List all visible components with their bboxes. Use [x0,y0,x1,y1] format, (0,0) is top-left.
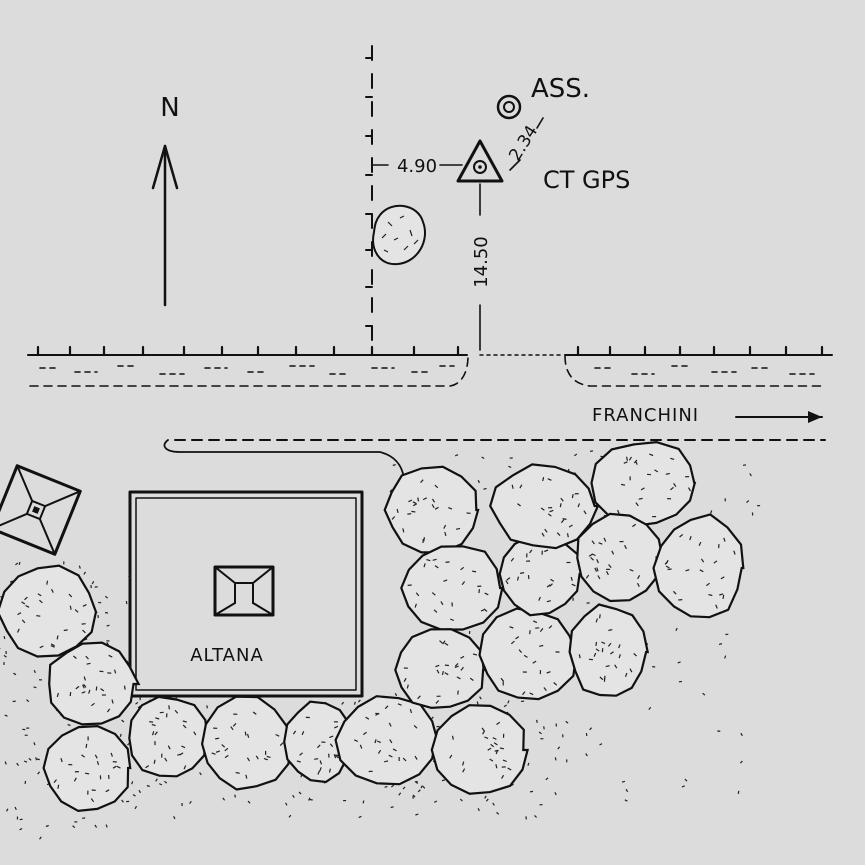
gps-station-triangle-icon [456,139,504,183]
dimension-lines [371,117,544,351]
building-roof-icon [213,565,275,617]
shrub [42,724,132,813]
shrub [576,512,665,603]
shrub [394,628,485,710]
garden-border [163,439,405,479]
road-label: FRANCHINI [592,405,699,426]
dist-south-label: 14.50 [471,236,492,288]
shrub [334,695,439,786]
dist-west-label: 4.90 [397,156,437,177]
building-label: ALTANA [190,645,264,666]
shrub [0,564,98,658]
benchmark-circle-icon [496,94,522,120]
ditch [29,355,826,387]
shrub [478,607,579,701]
monument-icon [0,464,82,556]
shrub [128,695,209,778]
road-direction-arrow-icon [735,411,823,423]
shrub [200,695,297,791]
shrub [590,440,697,528]
shrub-group [0,440,745,813]
bush-small [372,204,426,266]
station-label: CT GPS [543,166,630,194]
shrub [652,513,745,619]
road-edge-ticks [27,345,833,357]
shrub [498,534,584,617]
shrub [489,463,600,550]
shrub [383,465,480,554]
north-label: N [160,93,179,123]
vertical-boundary [365,45,373,341]
north-arrow-icon [151,144,179,307]
benchmark-label: ASS. [531,74,590,104]
shrub [48,641,141,726]
shrub [430,704,530,795]
shrub [568,603,650,697]
shrub [400,545,504,631]
